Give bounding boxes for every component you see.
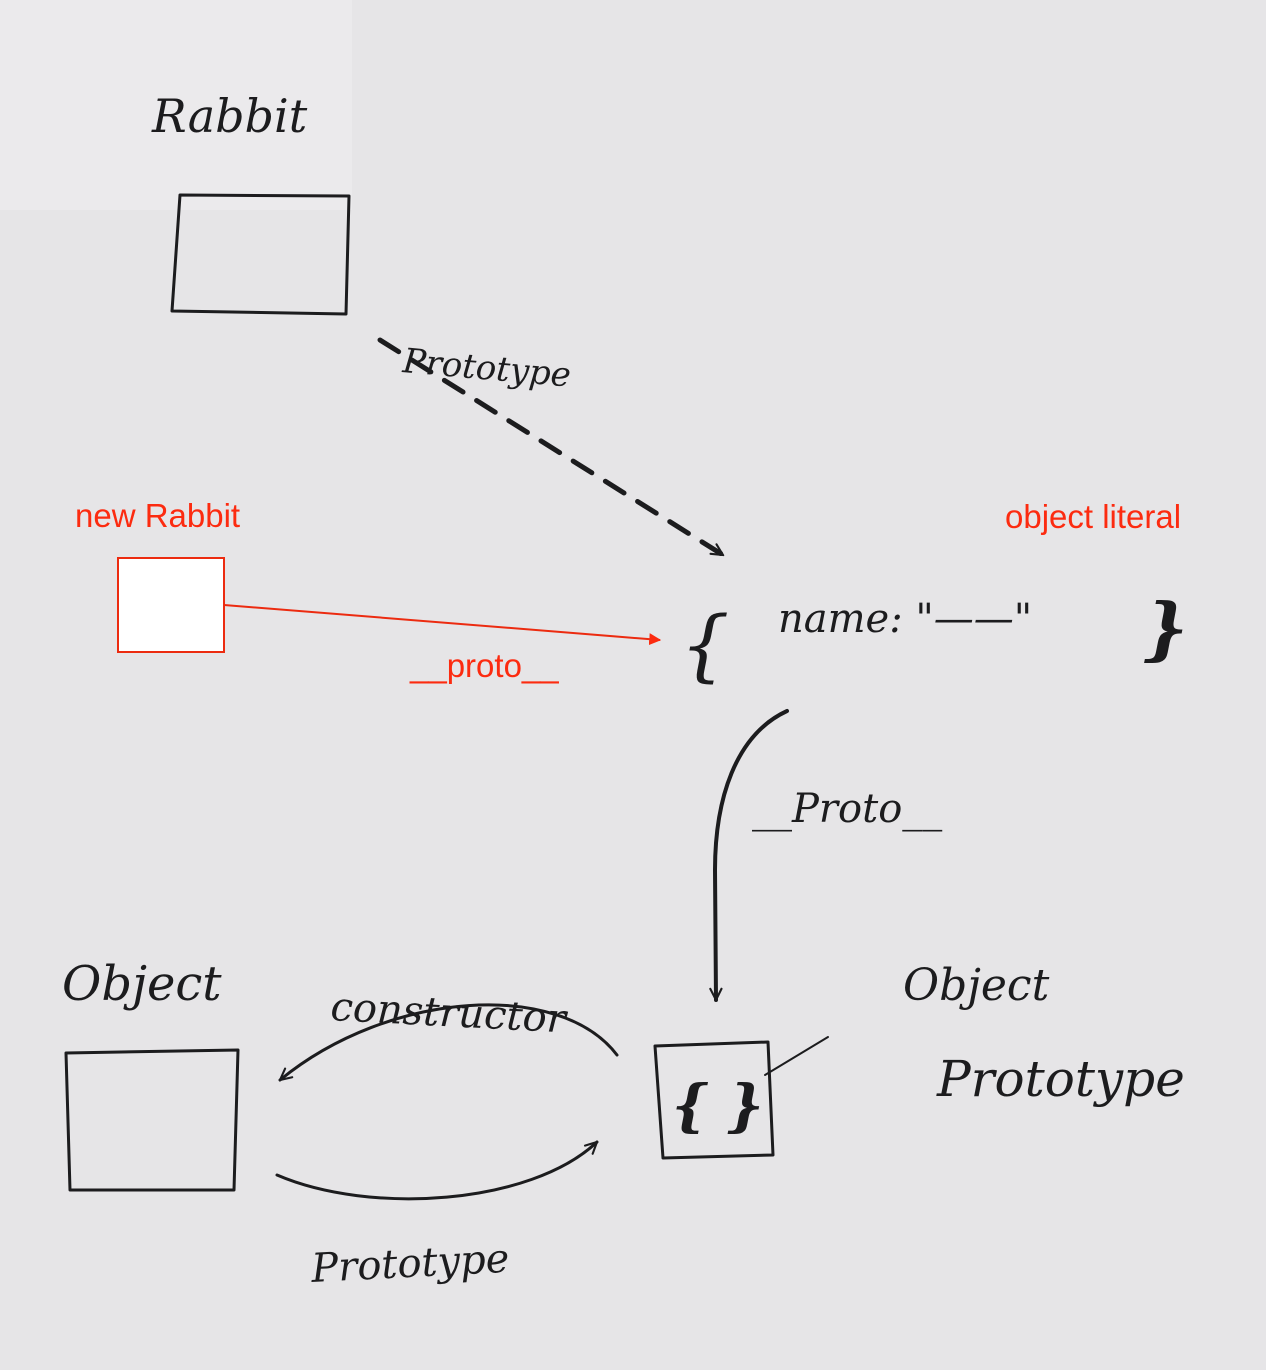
object-literal-label: object literal [1005, 498, 1181, 535]
prototype-bottom-arrow [275, 1142, 597, 1201]
object-prototype-braces: { } [672, 1073, 764, 1139]
paper-highlight [0, 0, 352, 210]
new-rabbit-proto-arrow [223, 604, 662, 646]
literal-close-brace: } [1144, 589, 1188, 669]
literal-body: name: "——" [778, 596, 1032, 642]
prototype-bottom-label: Prototype [309, 1236, 510, 1292]
rabbit-box [170, 193, 351, 316]
object-prototype-pointer-line [764, 1036, 829, 1076]
constructor-arrow [280, 1003, 619, 1082]
proto-down-arrow [715, 709, 789, 1002]
object-right-label: Object [903, 960, 1050, 1011]
prototype-right-label: Prototype [936, 1050, 1185, 1108]
proto-red-label: __proto__ [409, 647, 559, 684]
object-left-label: Object [62, 956, 222, 1012]
new-rabbit-label: new Rabbit [75, 497, 240, 534]
rabbit-label: Rabbit [151, 89, 308, 143]
new-rabbit-box [117, 557, 225, 653]
object-box [64, 1048, 240, 1192]
proto-handwritten-label: __Proto__ [752, 786, 942, 832]
constructor-label: constructor [329, 984, 569, 1042]
literal-open-brace: { [680, 601, 730, 691]
object-prototype-box [653, 1040, 775, 1160]
prototype-dashed-arrow [377, 337, 726, 558]
